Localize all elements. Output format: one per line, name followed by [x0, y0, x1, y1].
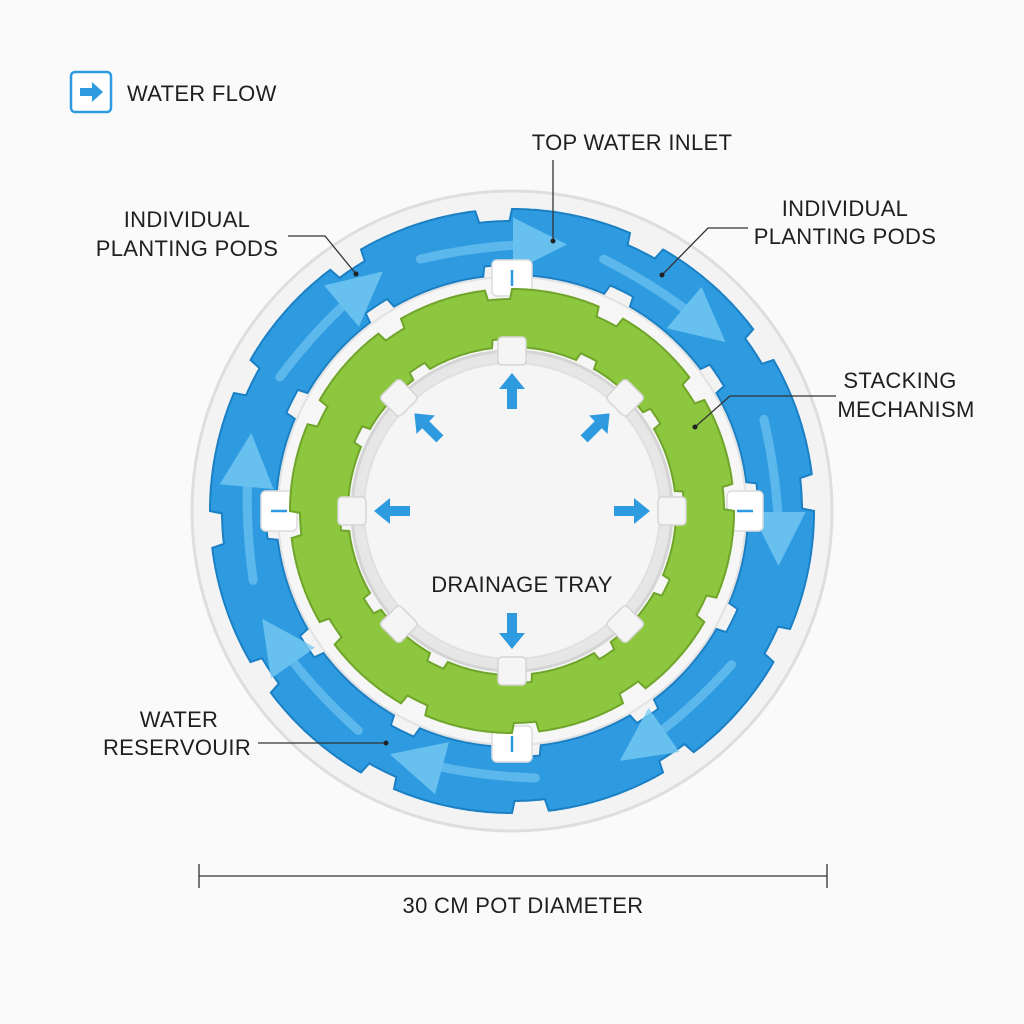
label-pods-left-line2: PLANTING PODS [96, 236, 278, 261]
tray-tab-4 [497, 656, 527, 686]
flow-arrow-5 [219, 432, 274, 585]
leader-dot-stacking [692, 424, 698, 430]
label-drainage-tray: DRAINAGE TRAY [431, 572, 613, 597]
legend-label: WATER FLOW [127, 81, 277, 106]
leader-stacking [694, 395, 836, 428]
flow-arrow-0 [599, 254, 726, 343]
tray-tab-7 [379, 378, 418, 417]
leader-pods-left [288, 235, 357, 275]
tray-tab-3 [606, 605, 645, 644]
drain-arrow-3 [499, 613, 525, 649]
tray-tab-2 [657, 496, 687, 526]
leader-dot-pods-left [353, 271, 359, 277]
leader-dot-reservoir [383, 740, 389, 746]
tray-tab-0 [497, 336, 527, 366]
label-pods-right-line2: PLANTING PODS [754, 224, 936, 249]
flow-arrow-1 [751, 414, 806, 567]
flow-arrow-4 [262, 618, 363, 736]
drain-arrow-4 [374, 498, 410, 524]
label-stacking-line1: STACKING [843, 368, 956, 393]
tray-tab-6 [337, 496, 367, 526]
drain-arrow-5 [414, 413, 444, 443]
flow-arrow-7 [415, 217, 568, 272]
right-arrow-icon [80, 82, 103, 102]
tray-tab-5 [379, 605, 418, 644]
drain-arrow-2 [614, 498, 650, 524]
label-reservoir-line2: RESERVOUIR [103, 735, 251, 760]
flow-arrow-2 [619, 660, 737, 761]
label-pods-right-line1: INDIVIDUAL [782, 196, 908, 221]
drain-arrow-1 [580, 413, 610, 443]
flow-arrow-6 [275, 271, 383, 382]
leader-pods-right [661, 227, 748, 276]
tray-tab-1 [606, 378, 645, 417]
legend: WATER FLOW [69, 70, 277, 114]
flow-arrow-3 [389, 742, 540, 795]
label-stacking-line2: MECHANISM [837, 397, 974, 422]
label-top-water-inlet: TOP WATER INLET [532, 130, 733, 155]
leader-dot-pods-right [659, 272, 665, 278]
label-reservoir-line1: WATER [140, 707, 219, 732]
reservoir-flow-arrows [219, 217, 806, 795]
annotations: TOP WATER INLET INDIVIDUAL PLANTING PODS… [96, 130, 974, 918]
label-pods-left-line1: INDIVIDUAL [124, 207, 250, 232]
leader-dot-top-inlet [550, 238, 556, 244]
label-dimension: 30 CM POT DIAMETER [403, 893, 644, 918]
drain-arrow-0 [499, 373, 525, 409]
drainage-flow-arrows [337, 336, 687, 686]
